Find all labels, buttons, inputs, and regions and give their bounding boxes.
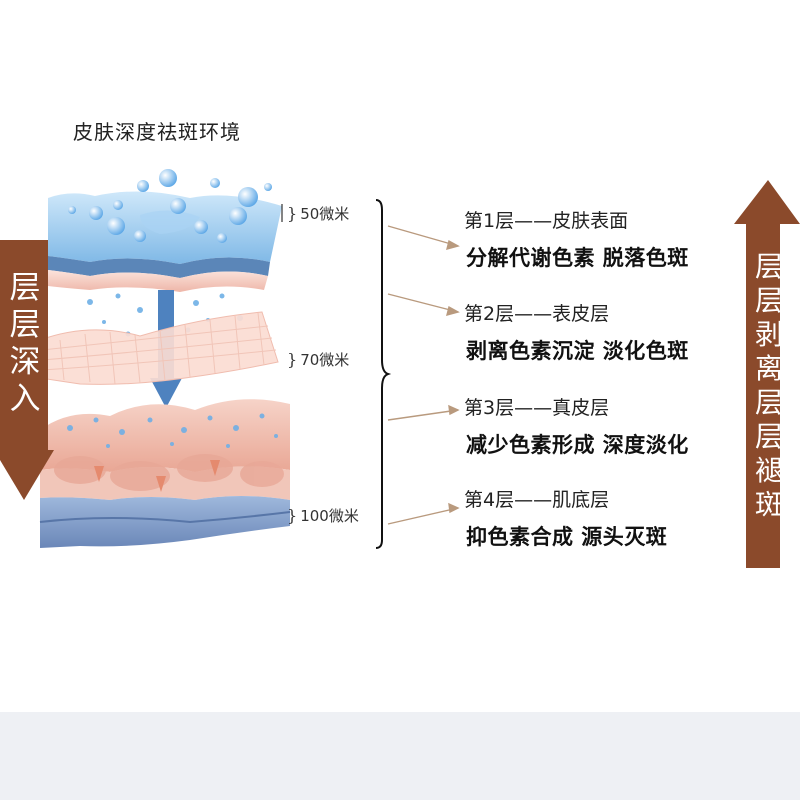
surface-bubbles <box>68 169 272 243</box>
depth-label-70: }70微米 <box>287 350 350 369</box>
depth-label-100: }100微米 <box>287 506 359 525</box>
left-arrow-text: 层层深入 <box>9 270 41 417</box>
base-layer <box>39 496 291 548</box>
brace-icon: } <box>287 350 298 369</box>
layers-bracket <box>375 199 392 549</box>
layer-1-effect: 分解代谢色素 脱落色斑 <box>466 246 689 270</box>
layer-2-effect: 剥离色素沉淀 淡化色斑 <box>466 339 689 363</box>
connector-arrows <box>387 225 460 525</box>
bottom-band <box>0 712 800 800</box>
right-up-arrow <box>734 180 800 568</box>
epidermis-layer <box>39 311 279 385</box>
brace-icon: } <box>287 506 298 525</box>
depth-label-50: }50微米 <box>287 204 350 223</box>
diagram-title: 皮肤深度祛斑环境 <box>73 120 241 144</box>
layer-3-heading: 第3层——真皮层 <box>464 397 610 419</box>
layer-2-heading: 第2层——表皮层 <box>464 303 610 325</box>
left-down-arrow <box>0 240 54 500</box>
layer-3-effect: 减少色素形成 深度淡化 <box>466 433 689 457</box>
right-arrow-text: 层层剥离 层层褪斑 <box>754 250 783 521</box>
layer-4-effect: 抑色素合成 源头灭斑 <box>466 525 668 549</box>
brace-icon: } <box>287 204 298 223</box>
surface-layer <box>48 191 282 292</box>
layer-1-heading: 第1层——皮肤表面 <box>464 210 629 232</box>
layer-4-heading: 第4层——肌底层 <box>464 489 610 511</box>
dermis-layer <box>40 399 290 500</box>
